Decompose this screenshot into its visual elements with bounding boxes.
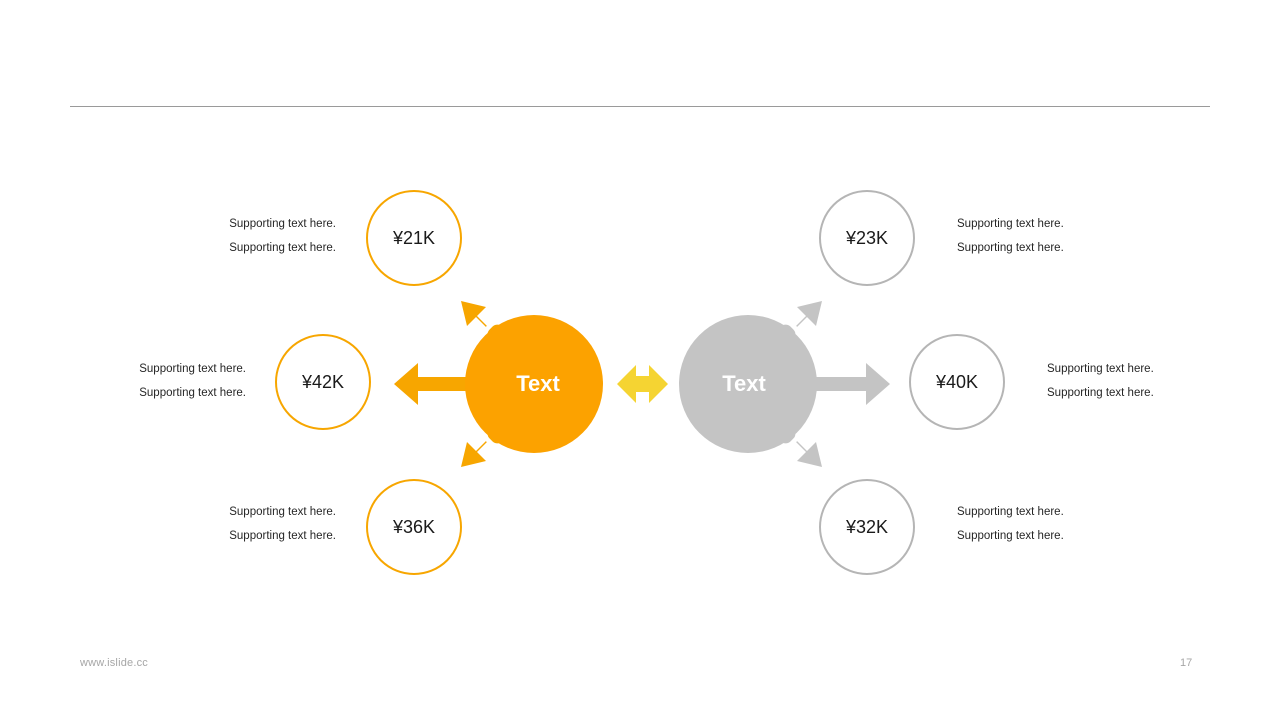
support-text-top-right: Supporting text here. Supporting text he… [957,212,1187,260]
support-line: Supporting text here. [229,218,336,230]
support-line: Supporting text here. [229,242,336,254]
node-circle-top-right[interactable]: ¥23K [819,190,915,286]
footer-url[interactable]: www.islide.cc [80,657,149,669]
node-value-bottom-right: ¥32K [845,516,889,537]
support-line: Supporting text here. [1047,363,1154,375]
node-value-bottom-left: ¥36K [392,516,436,537]
node-value-top-left: ¥21K [392,227,436,248]
node-circle-bottom-right[interactable]: ¥32K [819,479,915,575]
hub-left-label: Text [516,371,560,396]
support-line: Supporting text here. [139,387,246,399]
support-line: Supporting text here. [957,530,1064,542]
support-line: Supporting text here. [957,218,1064,230]
hub-circle-left[interactable]: Text [465,315,603,453]
node-circle-middle-left[interactable]: ¥42K [275,334,371,430]
double-arrow-horizontal-icon [617,365,668,403]
support-text-top-left: Supporting text here. Supporting text he… [116,212,336,260]
node-circle-middle-right[interactable]: ¥40K [909,334,1005,430]
support-text-middle-left: Supporting text here. Supporting text he… [26,357,246,405]
support-line: Supporting text here. [1047,387,1154,399]
support-line: Supporting text here. [229,530,336,542]
page-number: 17 [1180,657,1193,669]
node-circle-bottom-left[interactable]: ¥36K [366,479,462,575]
node-value-top-right: ¥23K [845,227,889,248]
hub-circle-right[interactable]: Text [679,315,817,453]
hub-right-label: Text [722,371,766,396]
node-value-middle-left: ¥42K [301,371,345,392]
support-line: Supporting text here. [957,242,1064,254]
support-text-middle-right: Supporting text here. Supporting text he… [1047,357,1277,405]
node-value-middle-right: ¥40K [935,371,979,392]
support-line: Supporting text here. [957,506,1064,518]
support-text-bottom-left: Supporting text here. Supporting text he… [116,500,336,548]
header-divider [70,106,1210,107]
node-circle-top-left[interactable]: ¥21K [366,190,462,286]
support-line: Supporting text here. [139,363,246,375]
support-line: Supporting text here. [229,506,336,518]
support-text-bottom-right: Supporting text here. Supporting text he… [957,500,1187,548]
